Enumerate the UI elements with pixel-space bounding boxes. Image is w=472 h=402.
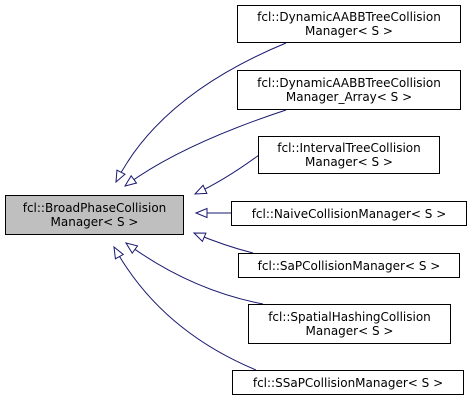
inheritance-edge-5: [125, 242, 264, 305]
inheritance-arrowhead-1: [123, 174, 138, 187]
node-label-line2: Manager< S >: [305, 155, 393, 169]
node-label-line1: fcl::SpatialHashingCollision: [268, 310, 431, 324]
inheritance-edge-0: [115, 42, 287, 183]
node-label-line1: fcl::SSaPCollisionManager< S >: [252, 375, 444, 390]
inheritance-arrowhead-2: [193, 184, 208, 195]
inheritance-arrowhead-5: [124, 242, 139, 255]
node-label-line1: fcl::DynamicAABBTreeCollision: [257, 10, 441, 24]
node-label-line1: fcl::IntervalTreeCollision: [277, 141, 421, 155]
base-class-label-line2: Manager< S >: [50, 215, 139, 229]
derived-class-node-naive[interactable]: fcl::NaiveCollisionManager< S >: [231, 201, 467, 226]
derived-class-node-interval-tree[interactable]: fcl::IntervalTreeCollision Manager< S >: [258, 136, 440, 174]
derived-class-node-ssap[interactable]: fcl::SSaPCollisionManager< S >: [232, 370, 464, 395]
derived-class-node-dynamic-aabb-tree-array[interactable]: fcl::DynamicAABBTreeCollision Manager_Ar…: [237, 70, 461, 110]
inheritance-edge-1: [124, 109, 287, 187]
node-label-line2: Manager_Array< S >: [285, 90, 413, 104]
node-label-line2: Manager< S >: [305, 324, 394, 338]
base-class-node: fcl::BroadPhaseCollision Manager< S >: [5, 195, 184, 235]
inheritance-edge-6: [113, 246, 257, 371]
node-label-line2: Manager< S >: [305, 24, 393, 38]
inheritance-arrowhead-4: [192, 232, 207, 243]
node-label-line1: fcl::NaiveCollisionManager< S >: [251, 206, 447, 221]
inheritance-arrowhead-6: [113, 245, 125, 260]
derived-class-node-spatial-hashing[interactable]: fcl::SpatialHashingCollision Manager< S …: [248, 304, 451, 344]
base-class-label-line1: fcl::BroadPhaseCollision: [22, 201, 167, 215]
node-label-line1: fcl::DynamicAABBTreeCollision: [257, 76, 441, 90]
derived-class-node-sap[interactable]: fcl::SaPCollisionManager< S >: [238, 253, 460, 278]
inheritance-arrowhead-3: [194, 207, 208, 219]
derived-class-node-dynamic-aabb-tree[interactable]: fcl::DynamicAABBTreeCollision Manager< S…: [237, 5, 461, 43]
node-label-line1: fcl::SaPCollisionManager< S >: [257, 258, 441, 273]
inheritance-arrowhead-0: [115, 169, 126, 184]
